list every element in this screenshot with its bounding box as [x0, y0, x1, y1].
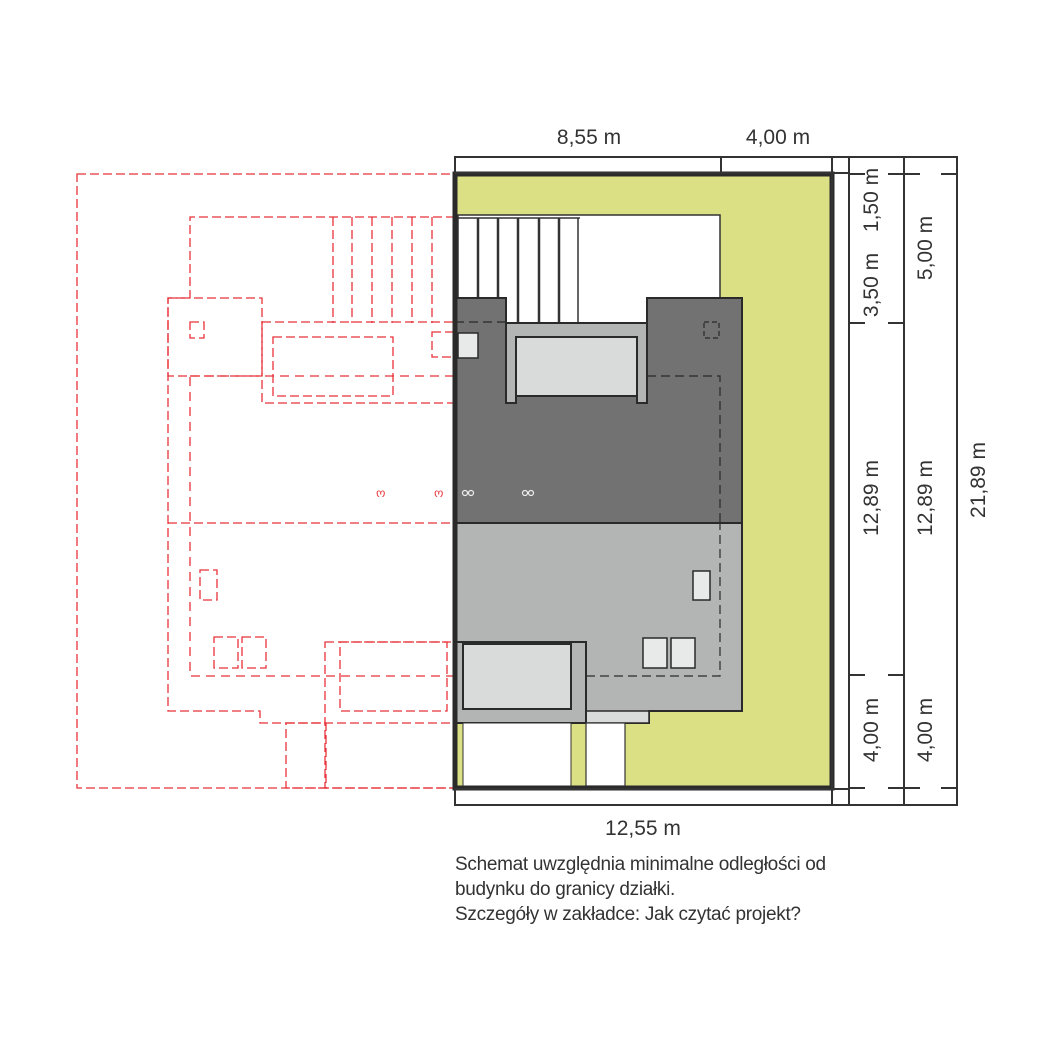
- dim-right-1-bottom: 4,00 m: [860, 698, 883, 762]
- neighbor-stairs: [332, 217, 433, 323]
- dim-right-2-bottom: 4,00 m: [914, 698, 937, 762]
- walkway: [585, 722, 626, 787]
- svg-text:ო: ო: [434, 486, 443, 500]
- dim-top-left: 8,55 m: [557, 126, 621, 149]
- skylight: [515, 336, 638, 397]
- dim-right-1-top: 1,50 m: [860, 168, 883, 232]
- driveway: [462, 722, 572, 787]
- dim-bottom: 12,55 m: [605, 817, 681, 840]
- svg-text:ო: ო: [376, 486, 385, 500]
- dim-right-2-middle: 12,89 m: [914, 460, 937, 536]
- dim-right-1-middle: 12,89 m: [860, 460, 883, 536]
- skylight: [457, 332, 479, 359]
- caption: Schemat uwzględnia minimalne odległości …: [455, 852, 855, 927]
- dim-top-right: 4,00 m: [746, 126, 810, 149]
- caption-line: Schemat uwzględnia minimalne odległości …: [455, 854, 826, 875]
- chimney-icons: [461, 489, 535, 497]
- dimension-lines: [454, 156, 958, 806]
- dim-right-1-second: 3,50 m: [860, 253, 883, 317]
- caption-line: budynku do granicy działki.: [455, 879, 676, 900]
- caption-link-line: Szczegóły w zakładce: Jak czytać projekt…: [455, 904, 801, 925]
- dim-right-2-top: 5,00 m: [914, 216, 937, 280]
- dim-total: 21,89 m: [967, 442, 990, 518]
